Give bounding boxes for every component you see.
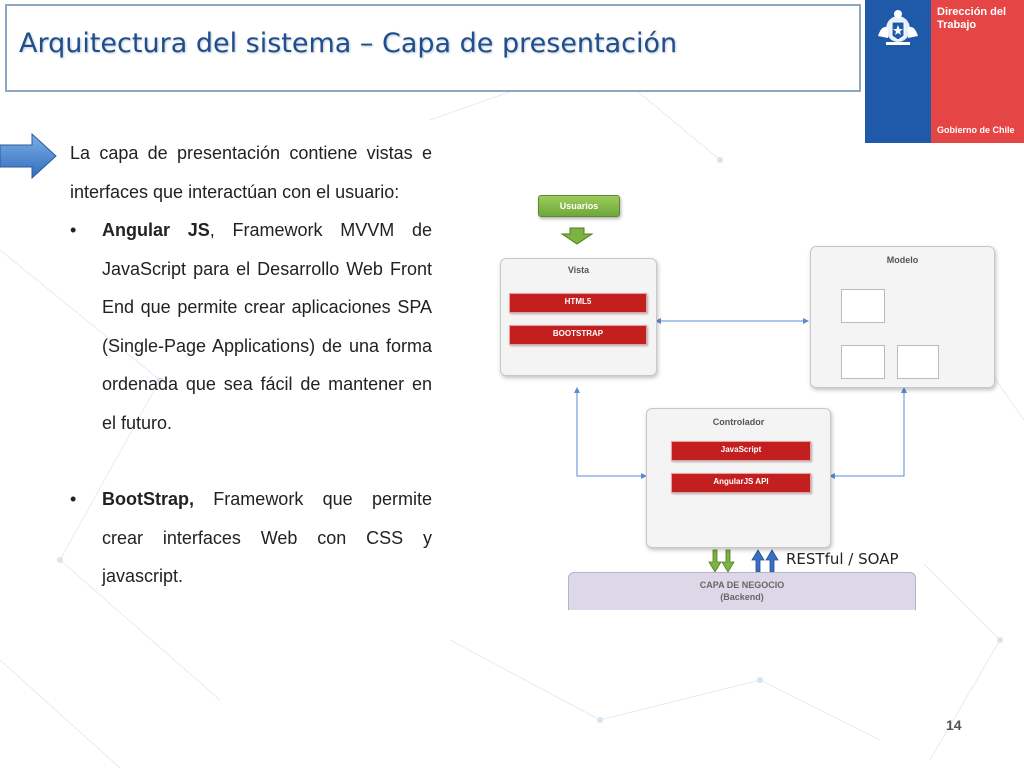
capa-line1: CAPA DE NEGOCIO — [699, 580, 785, 590]
logo-title-line1: Dirección del — [937, 6, 1007, 18]
vista-box: Vista HTML5 BOOTSTRAP — [500, 258, 657, 376]
html5-bar: HTML5 — [509, 293, 647, 313]
bullet-bootstrap: • BootStrap, Framework que permite crear… — [70, 480, 432, 596]
logo-red-panel — [931, 0, 1024, 143]
capa-de-negocio-box: CAPA DE NEGOCIO (Backend) — [568, 572, 916, 610]
vista-label: Vista — [567, 265, 590, 275]
modelo-box: Modelo — [810, 246, 995, 388]
bullet-dot: • — [70, 489, 77, 509]
direccion-del-trabajo-logo: Dirección del Trabajo Gobierno de Chile — [865, 0, 1024, 143]
bullet-angular: • Angular JS, Framework MVVM de JavaScri… — [70, 211, 432, 442]
logo-subtitle: Gobierno de Chile — [937, 125, 1015, 135]
chile-coat-of-arms-icon — [878, 10, 918, 45]
javascript-bar: JavaScript — [671, 441, 811, 461]
logo-title-line2: Trabajo — [937, 19, 977, 31]
spacer — [70, 442, 432, 480]
slide-title: Arquitectura del sistema – Capa de prese… — [19, 28, 678, 59]
diagram-connectors — [560, 227, 907, 573]
bullet-angular-bold: Angular JS — [102, 220, 210, 240]
bullet-dot: • — [70, 220, 77, 240]
title-box: Arquitectura del sistema – Capa de prese… — [5, 4, 861, 92]
page-number: 14 — [946, 717, 962, 733]
bootstrap-bar: BOOTSTRAP — [509, 325, 647, 345]
modelo-entity-box — [841, 289, 885, 323]
bullet-angular-text: , Framework MVVM de JavaScript para el D… — [102, 220, 432, 433]
logo-title: Dirección del Trabajo — [937, 6, 1006, 32]
controlador-label: Controlador — [712, 417, 765, 427]
slide-body: La capa de presentación contiene vistas … — [70, 134, 432, 596]
modelo-label: Modelo — [886, 255, 919, 265]
logo-blue-panel — [865, 0, 931, 143]
usuarios-node: Usuarios — [538, 195, 620, 217]
modelo-entity-box — [841, 345, 885, 379]
modelo-entity-box — [897, 345, 939, 379]
capa-line2: (Backend) — [720, 592, 764, 602]
restful-soap-label: RESTful / SOAP — [786, 550, 899, 568]
intro-paragraph: La capa de presentación contiene vistas … — [70, 143, 432, 202]
blue-arrow-icon — [0, 132, 57, 180]
bullet-bootstrap-bold: BootStrap, — [102, 489, 194, 509]
angularjs-api-bar: AngularJS API — [671, 473, 811, 493]
architecture-diagram: Usuarios Vista HTML5 BOOTSTRAP Modelo Co… — [494, 190, 995, 610]
controlador-box: Controlador JavaScript AngularJS API — [646, 408, 831, 548]
bullet-bootstrap-text: Framework que permite crear interfaces W… — [102, 489, 432, 586]
